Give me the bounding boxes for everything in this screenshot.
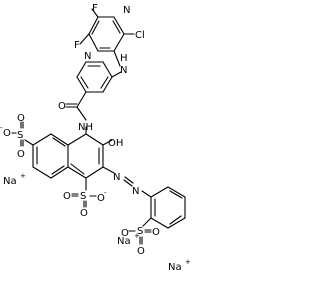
label-na-1: Na	[3, 176, 17, 187]
label-so3-left-o-minus: O	[3, 128, 11, 139]
chemical-structure-diagram: F N Cl F N N H O NH OH N N O - S O O S O…	[0, 3, 191, 273]
label-so3-right-o2: O	[121, 228, 129, 239]
label-na-3-plus: +	[185, 258, 191, 266]
label-azo-n1: N	[113, 172, 120, 183]
label-f-top: F	[92, 3, 98, 14]
benzamide-ring	[65, 61, 122, 121]
label-so3-left-s: S	[17, 130, 23, 141]
label-so3-mid-o1: O	[63, 191, 71, 202]
label-oh: OH	[108, 138, 123, 149]
label-na-2-plus: +	[134, 232, 140, 240]
label-na-2: Na	[117, 236, 131, 247]
label-nh-bridge-n: N	[120, 65, 127, 76]
label-n-ring-top: N	[123, 5, 130, 16]
sodium-counterions: Na + Na + Na +	[3, 172, 191, 273]
label-amide-o: O	[58, 101, 66, 112]
label-f-left: F	[74, 40, 80, 51]
label-so3-mid-minus: -	[104, 189, 107, 197]
phenyl-ring	[142, 186, 186, 229]
label-amide-nh: NH	[78, 122, 93, 133]
label-cl: Cl	[135, 30, 145, 41]
label-so3-mid-o3: O	[97, 193, 105, 204]
label-na-1-plus: +	[20, 172, 26, 180]
label-so3-left-o1: O	[17, 113, 25, 124]
label-so3-mid-s: S	[80, 191, 86, 202]
label-so3-left-o2: O	[17, 149, 25, 160]
label-n-ring-bottom: N	[84, 51, 91, 62]
pyrimidine-ring	[79, 8, 135, 67]
label-nh-bridge-h: H	[120, 53, 128, 64]
label-so3-left-minus: -	[0, 124, 3, 132]
label-na-3: Na	[168, 262, 182, 273]
label-so3-mid-o2: O	[80, 208, 88, 219]
label-so3-right-s: S	[137, 226, 143, 237]
naphthalene-ring	[24, 126, 152, 198]
label-azo-n2: N	[132, 186, 139, 197]
label-so3-right-o1: O	[152, 227, 160, 238]
atom-labels: F N Cl F N N H O NH OH N N O - S O O S O…	[0, 3, 160, 257]
label-so3-right-o3: O	[137, 246, 145, 257]
molecule-drawing: F N Cl F N N H O NH OH N N O - S O O S O…	[0, 3, 191, 273]
